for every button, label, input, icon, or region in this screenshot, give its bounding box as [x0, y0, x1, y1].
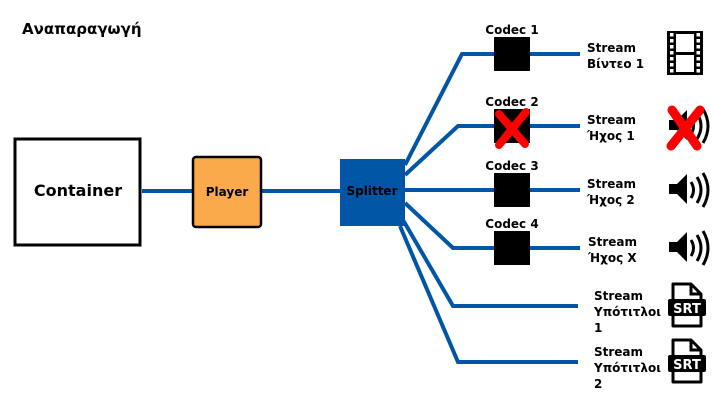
error-x-icon — [666, 105, 705, 151]
branch-connector — [401, 218, 578, 308]
stream-label-line: Ήχος 2 — [586, 193, 635, 207]
branch-connector — [403, 52, 580, 166]
codec-box — [494, 37, 530, 71]
stream-label-line: Υπότιτλοι — [593, 361, 661, 375]
branch-connector — [398, 225, 578, 364]
speaker-icon — [669, 230, 710, 266]
player-label: Player — [206, 185, 249, 199]
stream-label-line: Stream — [594, 289, 643, 303]
stream-label-line: Stream — [587, 41, 636, 55]
branch-connectors — [398, 52, 580, 364]
stream-label-line: 1 — [594, 321, 602, 335]
srt-file-icon: SRT — [668, 338, 706, 384]
stream-label-line: Ήχος X — [587, 251, 637, 265]
speaker-icon — [669, 172, 710, 208]
stream-label-line: Stream — [594, 345, 643, 359]
stream-label-line: Ήχος 1 — [586, 129, 635, 143]
player-node: Player — [191, 155, 263, 229]
srt-label: SRT — [673, 302, 701, 317]
srt-file-icon: SRT — [668, 282, 706, 328]
codec-box — [494, 231, 530, 265]
branch-connector — [403, 124, 580, 177]
codec-label: Codec 1 — [485, 23, 538, 37]
stream-label-line: Stream — [588, 235, 637, 249]
diagram-title: Αναπαραγωγή — [22, 20, 142, 38]
codec-box — [494, 173, 530, 207]
splitter-label: Splitter — [347, 184, 398, 198]
film-icon — [667, 31, 703, 75]
codec-label: Codec 2 — [485, 95, 538, 109]
branch-connector — [403, 201, 580, 250]
container-label: Container — [34, 181, 122, 200]
codec-label: Codec 3 — [485, 159, 538, 173]
stream-label-line: Stream — [587, 113, 636, 127]
srt-label: SRT — [673, 358, 701, 373]
error-x-icon — [495, 108, 530, 149]
stream-label-line: Βίντεο 1 — [587, 57, 644, 71]
stream-label-line: Stream — [587, 177, 636, 191]
stream-label-line: 2 — [594, 377, 602, 391]
container-node: Container — [13, 137, 142, 247]
stream-label-line: Υπότιτλοι — [593, 305, 661, 319]
codec-label: Codec 4 — [485, 217, 538, 231]
splitter-node: Splitter — [340, 159, 405, 226]
